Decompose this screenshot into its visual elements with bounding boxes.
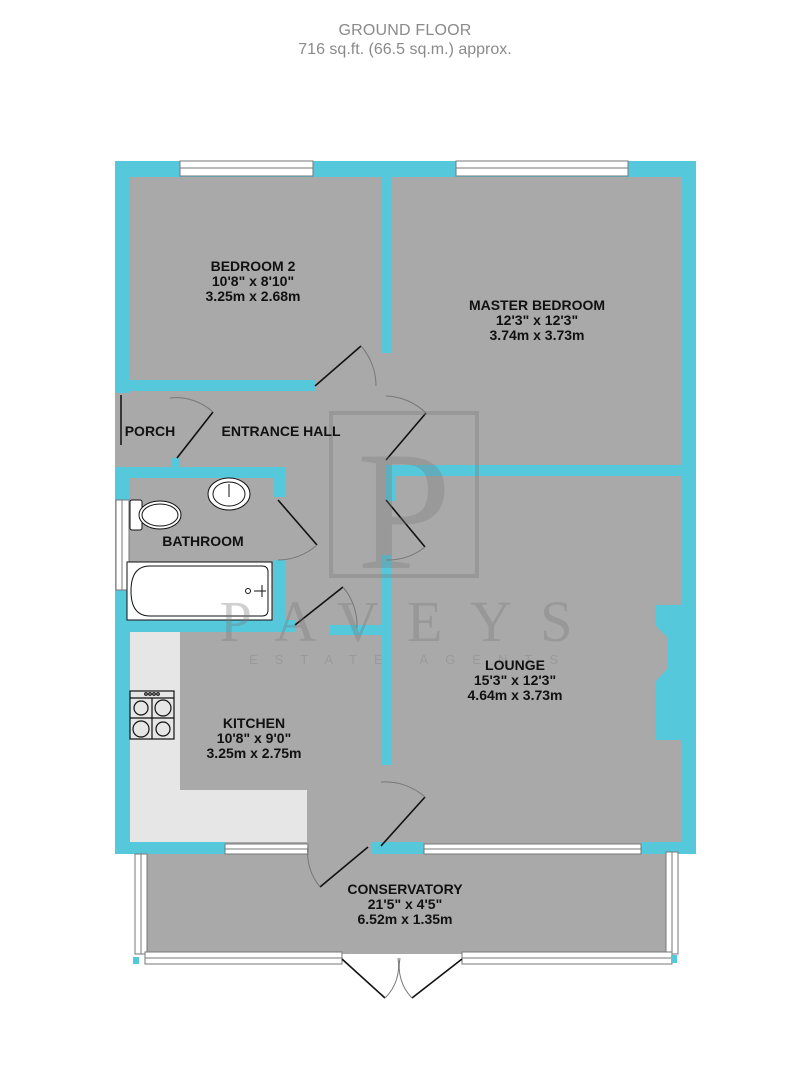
door-lounge [385,499,426,561]
room-conservatory: CONSERVATORY 21'5" x 4'5" 6.52m x 1.35m [347,882,462,927]
door-lounge-conservatory [380,781,426,847]
room-metric: 6.52m x 1.35m [357,911,453,927]
room-imperial: 10'8" x 9'0" [216,730,292,746]
window-master [455,160,629,177]
floor-title: GROUND FLOOR [338,22,472,39]
floor-area: 716 sq.ft. (66.5 sq.m.) approx. [298,41,512,58]
room-name: PORCH [124,423,176,439]
room-metric: 4.64m x 3.73m [467,687,563,703]
watermark-name: PAVEYS [219,589,601,654]
room-entrance-hall: ENTRANCE HALL [222,424,341,439]
room-imperial: 12'3" x 12'3" [495,312,579,328]
svg-text:P: P [357,417,452,605]
room-porch: PORCH [125,424,176,439]
door-bathroom [277,499,318,561]
door-conservatory-french [341,957,463,999]
room-name: BEDROOM 2 [210,258,296,274]
washbasin-icon [207,477,251,511]
room-imperial: 15'3" x 12'3" [473,672,557,688]
room-imperial: 10'8" x 8'10" [211,273,295,289]
window-bathroom [115,499,130,591]
door-master [385,395,427,461]
conservatory-glazing [134,851,679,965]
window-lounge [423,843,642,855]
door-kitchen-conservatory [307,844,369,888]
room-bedroom-2: BEDROOM 2 10'8" x 8'10" 3.25m x 2.68m [206,259,301,304]
window-kitchen [224,843,309,855]
toilet-icon [129,499,182,531]
door-kitchen [294,586,358,629]
room-kitchen: KITCHEN 10'8" x 9'0" 3.25m x 2.75m [207,716,302,761]
room-name: LOUNGE [485,657,545,673]
room-master-bedroom: MASTER BEDROOM 12'3" x 12'3" 3.74m x 3.7… [469,298,605,343]
door-bedroom2 [314,345,377,387]
watermark-monogram: P [329,411,479,605]
room-name: KITCHEN [222,715,286,731]
room-name: BATHROOM [162,533,244,549]
room-bathroom: BATHROOM [162,534,243,549]
doors [169,345,463,999]
door-porch [169,397,214,459]
room-name: ENTRANCE HALL [221,423,341,439]
window-bedroom2 [179,160,314,177]
room-name: MASTER BEDROOM [468,297,606,313]
room-metric: 3.25m x 2.75m [206,745,302,761]
room-imperial: 21'5" x 4'5" [367,896,443,912]
room-metric: 3.25m x 2.68m [205,288,301,304]
bathtub-icon [126,561,273,621]
hob-icon [129,690,175,740]
room-metric: 3.74m x 3.73m [489,327,585,343]
windows [115,160,679,965]
room-lounge: LOUNGE 15'3" x 12'3" 4.64m x 3.73m [468,658,563,703]
floors [115,161,696,954]
watermark-subtitle: ESTATE AGENTS [249,652,575,667]
room-name: CONSERVATORY [347,881,463,897]
